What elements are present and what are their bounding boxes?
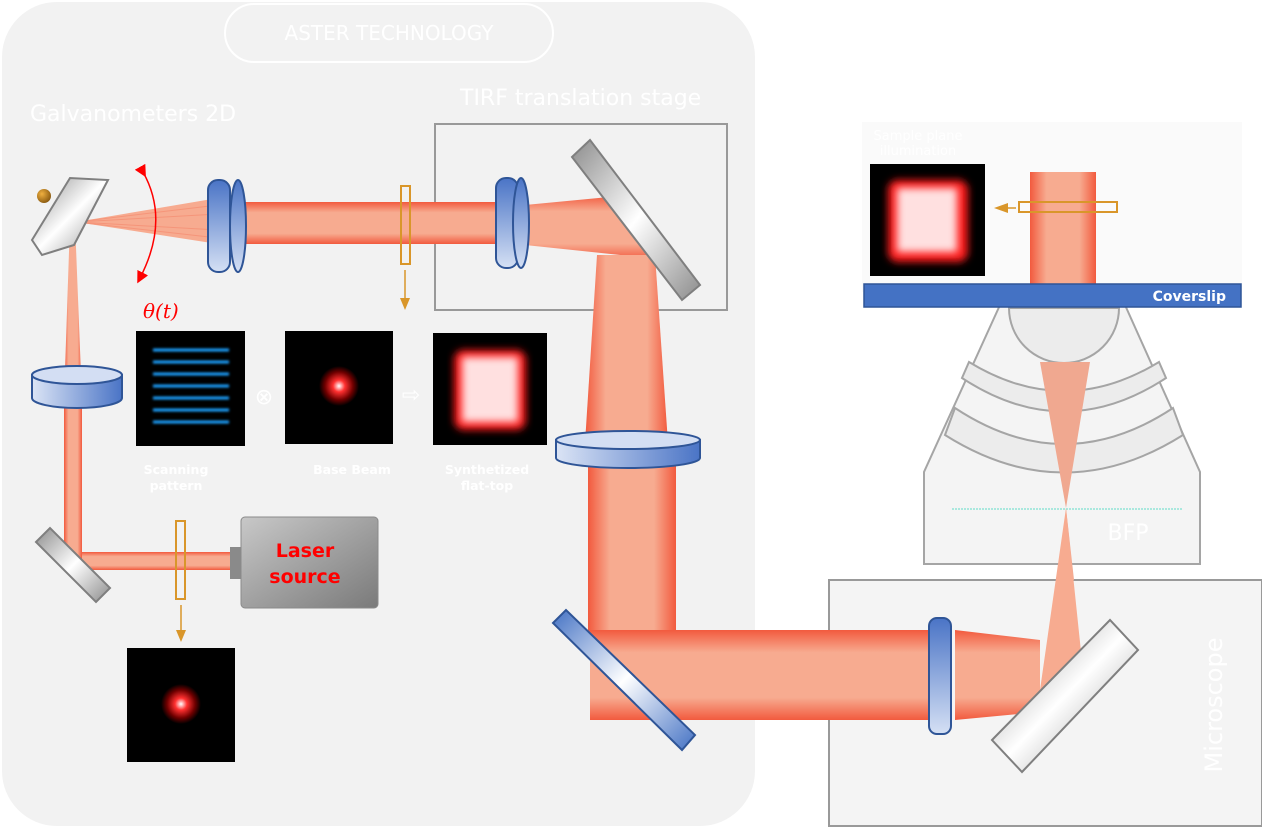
thumb-flat-top xyxy=(433,333,547,445)
thumb-laser-output xyxy=(127,648,235,762)
coverslip xyxy=(863,283,1242,308)
galvo-mirror xyxy=(30,176,110,257)
beam-to-galvo xyxy=(64,222,82,400)
galvanometers-label: Galvanometers 2D xyxy=(30,102,236,127)
convolve-operator: ⊗ xyxy=(255,385,273,410)
beam-down-lower xyxy=(588,455,676,635)
caption-scanning-1: Scanning xyxy=(144,462,209,477)
theta-label: θ(t) xyxy=(143,299,179,323)
beam-top xyxy=(232,202,517,244)
bfp-label: BFP xyxy=(1107,521,1148,546)
thumb-scanning-pattern xyxy=(136,331,245,446)
sampling-plane-sample xyxy=(1018,201,1118,213)
laser-source-label-2: source xyxy=(269,566,340,588)
blue-mirror xyxy=(551,608,697,752)
beam-down xyxy=(585,255,668,443)
beam-up-to-objective xyxy=(1040,508,1085,690)
lens-middle xyxy=(555,430,701,469)
arrow-down-icon xyxy=(176,630,186,642)
caption-scanning-2: pattern xyxy=(150,478,203,493)
yields-arrow-icon: ⇨ xyxy=(402,383,420,408)
laser-source-label-1: Laser xyxy=(276,540,335,562)
beam-focusing xyxy=(955,630,1040,720)
beam-laser xyxy=(80,552,242,570)
microscope-label: Microscope xyxy=(1200,638,1228,773)
scan-angle-arrow xyxy=(134,163,157,284)
tirf-mirror xyxy=(570,138,702,302)
microscope-mirror xyxy=(990,618,1140,774)
brand-label: ASTER TECHNOLOGY xyxy=(285,21,495,45)
tirf-stage-label: TIRF translation stage xyxy=(459,86,701,111)
coverslip-label: Coverslip xyxy=(1153,289,1226,305)
laser-mirror xyxy=(34,526,112,604)
lens-left xyxy=(31,365,123,409)
sampling-plane-top xyxy=(400,185,411,265)
sample-plane-label-1: Sample plane xyxy=(874,129,963,144)
lens-tirf xyxy=(495,177,530,269)
arrow-down-icon xyxy=(400,298,410,310)
caption-base-beam: Base Beam xyxy=(313,462,391,477)
caption-flat-top-1: Synthetized xyxy=(445,462,529,477)
thumb-base-beam xyxy=(285,331,393,444)
thumb-sample-plane xyxy=(870,164,985,276)
beam-vertical-left xyxy=(64,400,82,568)
sample-plane-label-2: illumination xyxy=(880,144,956,159)
lens-galvo xyxy=(207,179,247,273)
caption-flat-top-2: flat-top xyxy=(461,478,513,493)
beam-sample xyxy=(1030,172,1096,284)
laser-source: Laser source xyxy=(230,516,379,609)
lens-microscope xyxy=(928,617,952,735)
sampling-plane-laser xyxy=(175,520,186,600)
arrow-left-icon xyxy=(994,203,1008,213)
galvo-pivot xyxy=(37,189,51,203)
brand-badge xyxy=(224,3,554,63)
objective-lens xyxy=(923,304,1201,580)
